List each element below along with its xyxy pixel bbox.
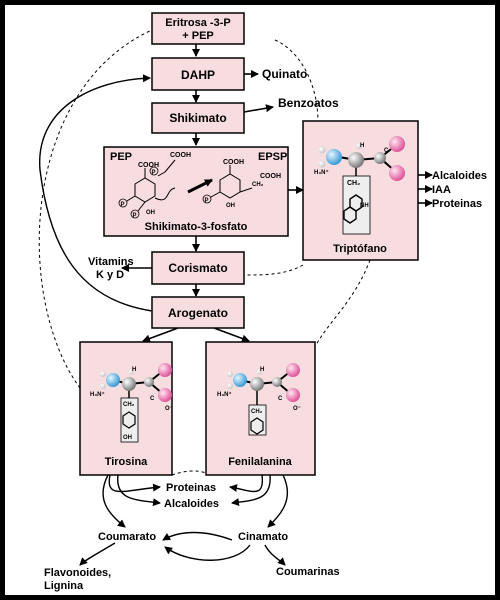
feedback-tirosina-to-eritrosa xyxy=(38,29,153,389)
node-fenilalanina: H₃N⁺ H C O⁻ CH₂ Fenilalanina xyxy=(205,341,316,476)
bottom-proteinas: Proteinas xyxy=(166,482,216,494)
flavonoides-line2: Lignina xyxy=(44,580,84,592)
tyr-h-label: H xyxy=(132,367,136,373)
tyr-oxygen-2 xyxy=(158,388,172,402)
epsp-p: P xyxy=(205,198,209,204)
node-corismato: Corismato xyxy=(151,251,245,285)
iaa-label: IAA xyxy=(432,184,451,196)
s3p-p-2: P xyxy=(133,213,137,219)
feedback-triptofano-to-corismato xyxy=(244,264,304,276)
tyr-amine-atom xyxy=(106,373,120,387)
phe-o-minus: O⁻ xyxy=(293,406,301,412)
arrogenato-feedback-to-dahp xyxy=(39,74,153,312)
vitamins-line1: Vitamins xyxy=(88,256,134,268)
epsp-cooh-2: COOH xyxy=(260,173,281,180)
tirosina-label: Tirosina xyxy=(105,456,148,468)
trp-h-label: H xyxy=(360,143,364,149)
node-dahp: DAHP xyxy=(151,57,245,91)
shikimate-panel: PEP EPSP COOH P P OH COOH P COOH CH₂ COO… xyxy=(103,146,289,237)
node-triptofano: H₃N⁺ H C CH₂ NH Triptófano xyxy=(302,120,419,261)
flavonoides-line1: Flavonoides, xyxy=(44,567,111,579)
epsp-cooh-1: COOH xyxy=(223,159,244,166)
tyr-sidechain-box xyxy=(120,397,139,443)
trp-amine-label: H₃N⁺ xyxy=(314,169,329,176)
quinato-label: Quinato xyxy=(262,67,307,81)
node-eritrosa: Eritrosa -3-P + PEP xyxy=(151,12,245,45)
main-arrows xyxy=(142,44,433,343)
feedback-triptofano-to-arogenato xyxy=(315,259,371,346)
epsp-ch2: CH₂ xyxy=(252,182,264,188)
diagram-frame xyxy=(4,4,496,596)
proteinas-label: Proteinas xyxy=(432,198,482,210)
arogenato-label: Arogenato xyxy=(168,306,228,320)
s3p-p-1: P xyxy=(121,202,125,208)
dahp-label: DAHP xyxy=(181,68,215,82)
s3p-cooh: COOH xyxy=(138,162,159,169)
alcaloides-label: Alcaloides xyxy=(432,170,487,182)
trp-oxygen-1 xyxy=(389,136,405,152)
cinamato-label: Cinamato xyxy=(238,531,288,543)
node-shikimato: Shikimato xyxy=(151,102,245,134)
pep-cooh: COOH xyxy=(170,152,191,159)
tyr-amine-label: H₃N⁺ xyxy=(90,391,105,398)
eritrosa-label-1: Eritrosa -3-P xyxy=(165,17,230,29)
phe-amine-atom xyxy=(233,373,247,387)
node-tirosina: H₃N⁺ H C O⁻ CH₂ OH Tirosina xyxy=(79,341,173,476)
tyr-oxygen-1 xyxy=(158,363,172,377)
trp-nh: NH xyxy=(360,203,369,209)
shikimato-label: Shikimato xyxy=(169,111,226,125)
benzoatos-label: Benzoatos xyxy=(278,96,339,110)
coumarinas-label: Coumarinas xyxy=(276,566,340,578)
phe-amine-label: H₃N⁺ xyxy=(217,391,232,398)
bottom-curves xyxy=(79,474,289,566)
tyr-c-label: C xyxy=(150,396,155,402)
trp-sidechain-box xyxy=(342,175,371,235)
feedback-tirosina-fenilalanina xyxy=(171,470,207,476)
eritrosa-label-2: + PEP xyxy=(182,30,214,42)
coumarato-label: Coumarato xyxy=(98,531,156,543)
trp-ch2: CH₂ xyxy=(347,180,360,187)
phe-oxygen-2 xyxy=(286,388,300,402)
epsp-oh: OH xyxy=(226,203,235,209)
epsp-label: EPSP xyxy=(258,151,287,163)
node-arogenato: Arogenato xyxy=(151,296,245,329)
tyr-ch2: CH₂ xyxy=(123,402,135,408)
vitamins-line2: K y D xyxy=(96,269,124,281)
s3p-oh: OH xyxy=(146,210,155,216)
phe-h-label: H xyxy=(260,367,264,373)
solid-curves xyxy=(39,74,153,312)
fenilalanina-label: Fenilalanina xyxy=(228,456,292,468)
tyr-oh: OH xyxy=(123,435,132,441)
corismato-label: Corismato xyxy=(168,261,227,275)
pep-p: P xyxy=(152,170,156,176)
tyr-o-minus: O⁻ xyxy=(165,406,173,412)
trp-oxygen-2 xyxy=(389,165,405,181)
phe-ch2: CH₂ xyxy=(251,409,263,415)
phe-oxygen-1 xyxy=(286,363,300,377)
phe-c-label: C xyxy=(278,396,283,402)
trp-amine-atom xyxy=(326,149,342,165)
trp-c-label: C xyxy=(384,148,389,154)
phe-sidechain-box xyxy=(248,404,267,436)
pep-label: PEP xyxy=(110,151,132,163)
s3p-caption: Shikimato-3-fosfato xyxy=(145,221,248,233)
bottom-alcaloides: Alcaloides xyxy=(164,498,219,510)
trp-alpha-carbon xyxy=(348,152,364,168)
tyr-alpha-carbon xyxy=(122,377,136,391)
triptofano-label: Triptófano xyxy=(333,243,387,255)
phe-alpha-carbon xyxy=(250,377,264,391)
